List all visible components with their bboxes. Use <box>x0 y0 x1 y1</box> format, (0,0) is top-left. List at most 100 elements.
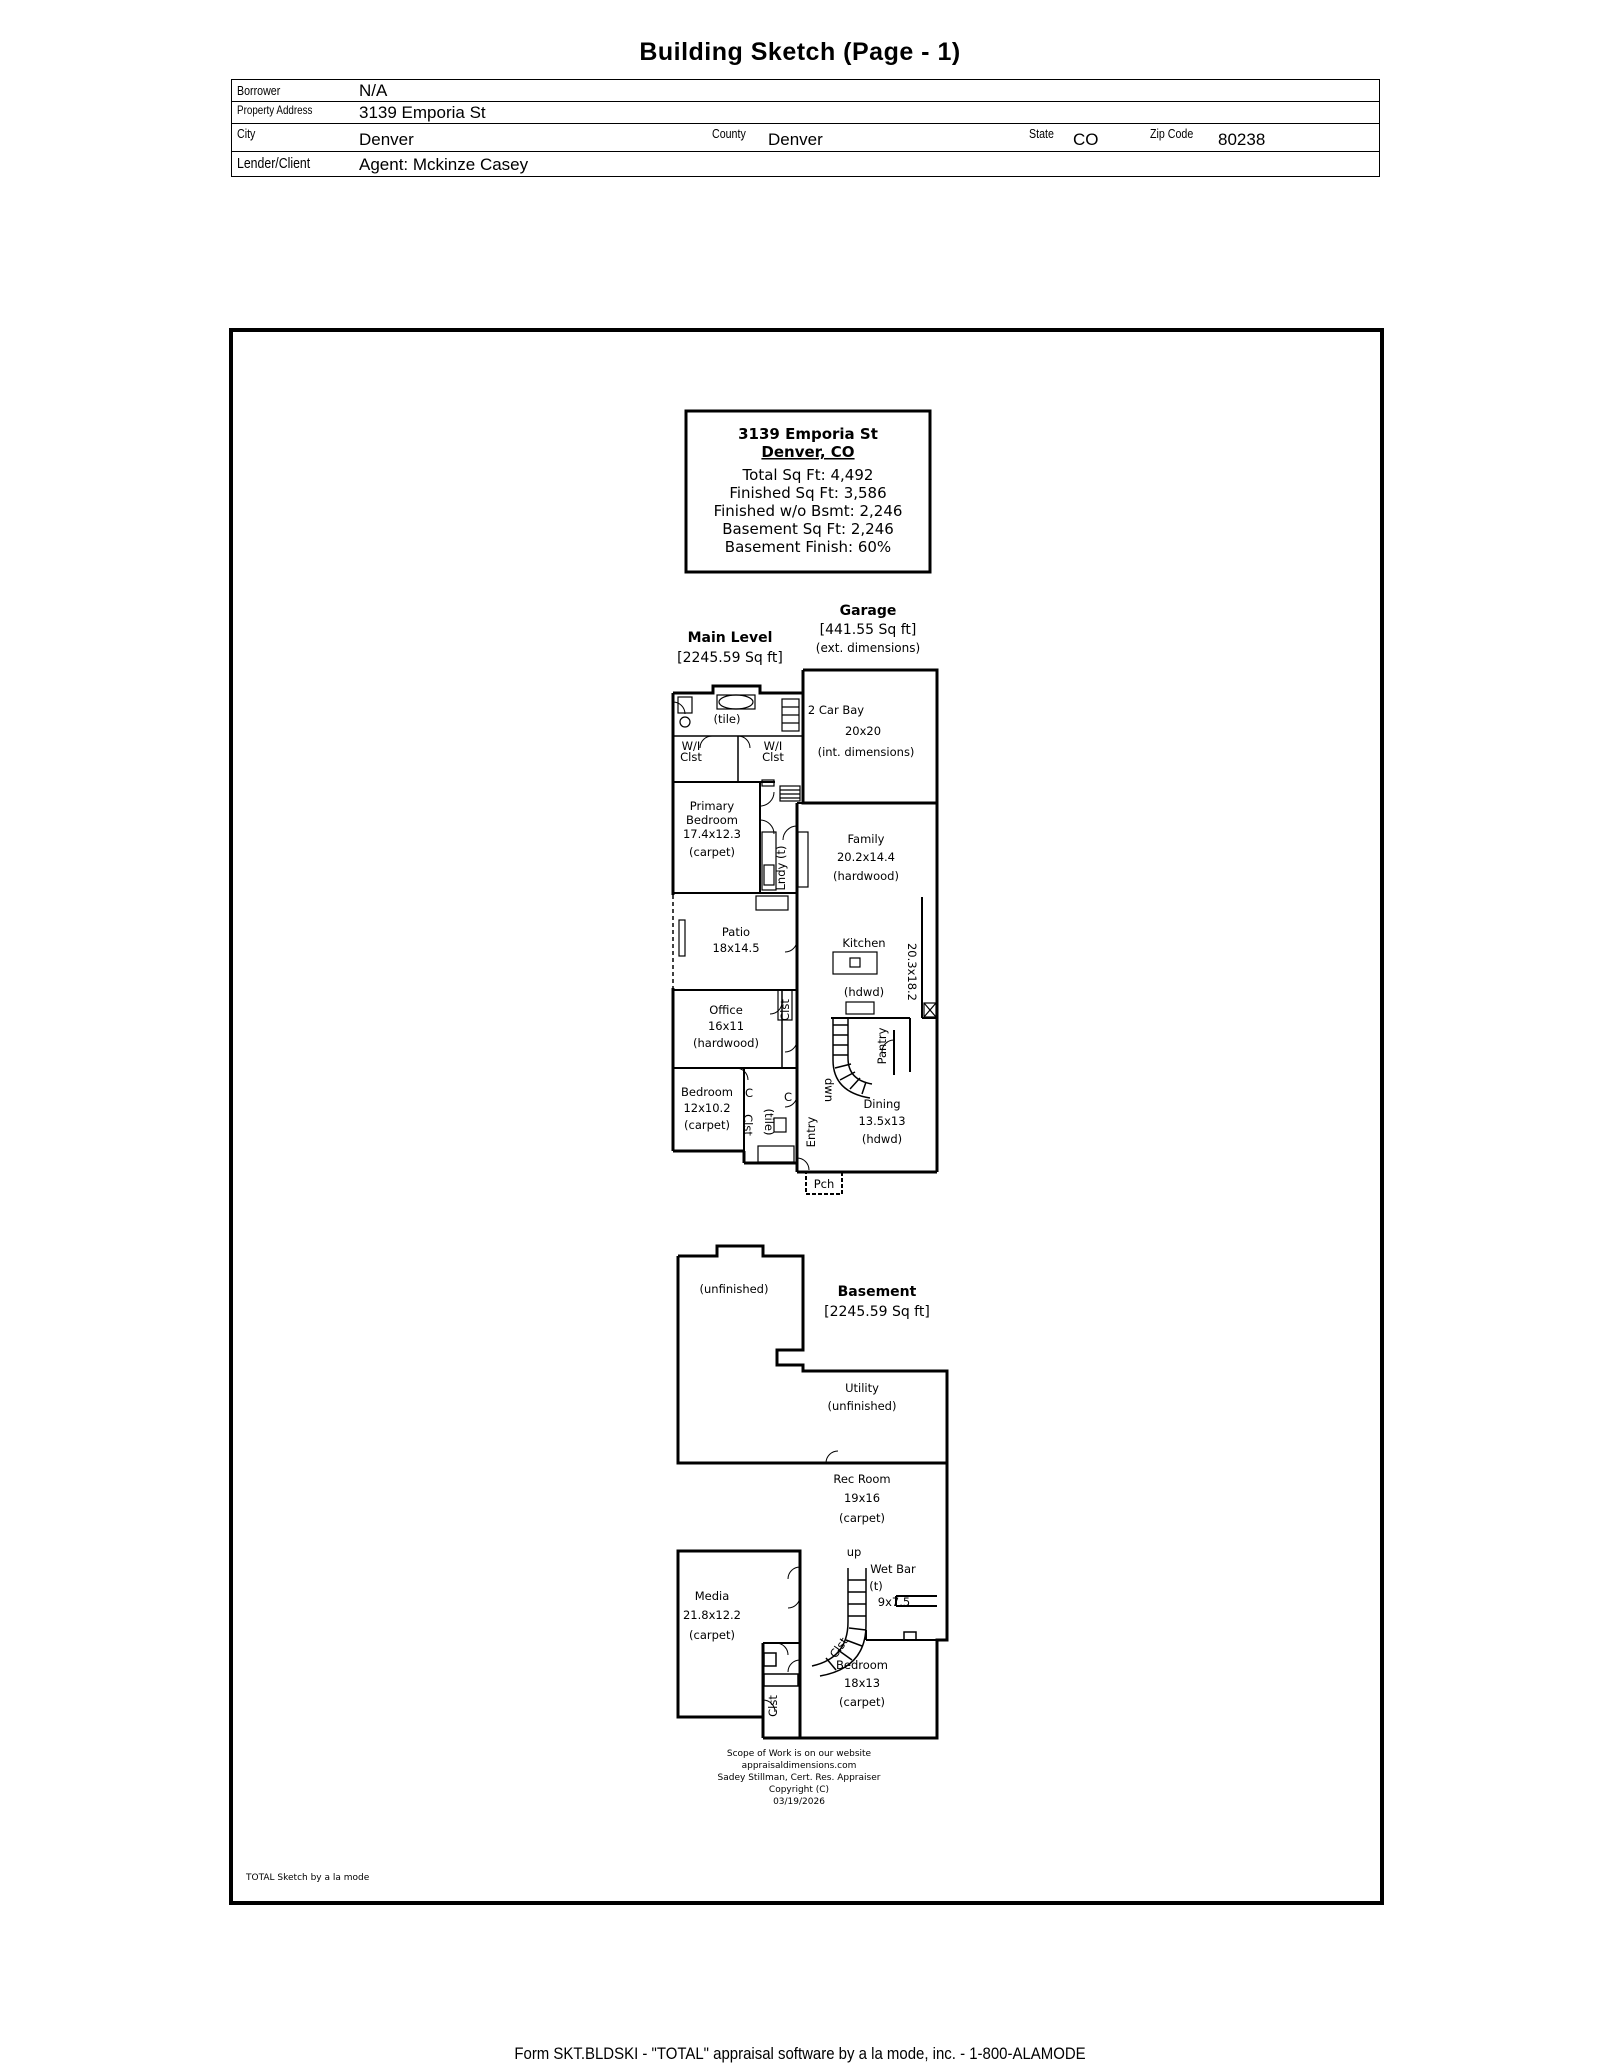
garage-bay-label: 2 Car Bay <box>808 703 864 717</box>
main-level-title: Main Level <box>688 630 773 646</box>
dining-floor: (hdwd) <box>862 1132 902 1146</box>
bedroom-floor: (carpet) <box>684 1118 730 1132</box>
laundry-label: Lndy (t) <box>774 846 788 891</box>
garage-ext: (ext. dimensions) <box>816 641 920 655</box>
summary-basement: Basement Sq Ft: 2,246 <box>722 520 894 538</box>
basement-doors <box>762 1450 839 1713</box>
garage-int: (int. dimensions) <box>818 745 915 759</box>
summary-total: Total Sq Ft: 4,492 <box>742 466 874 484</box>
stairs-up-label: up <box>847 1545 862 1559</box>
family-label: Family <box>847 832 884 846</box>
credit-line-1: Scope of Work is on our website <box>727 1749 872 1759</box>
porch-outline <box>805 1171 843 1195</box>
address-value: 3139 Emporia St <box>359 103 486 122</box>
credit-line-5: 03/19/2026 <box>773 1797 825 1807</box>
garage-title: Garage <box>840 603 897 619</box>
family-dims: 20.2x14.4 <box>837 850 895 864</box>
kitchen-label: Kitchen <box>842 936 885 950</box>
entry-label: Entry <box>804 1117 818 1148</box>
state-value: CO <box>1073 130 1099 149</box>
utility-unfinished: (unfinished) <box>828 1399 897 1413</box>
rec-room-floor: (carpet) <box>839 1511 885 1525</box>
dining-dims: 13.5x13 <box>858 1114 905 1128</box>
borrower-row: Borrower N/A <box>232 80 1379 102</box>
main-doors <box>672 701 895 1171</box>
wi-closet-left-clst: Clst <box>680 750 702 764</box>
closet-c-left: C <box>745 1086 753 1100</box>
summary-basement-finish: Basement Finish: 60% <box>725 538 891 556</box>
borrower-label: Borrower <box>237 83 281 98</box>
patio-dims: 18x14.5 <box>712 941 759 955</box>
patio-label: Patio <box>722 925 750 939</box>
lender-row: Lender/Client Agent: Mckinze Casey <box>232 152 1379 176</box>
office-clst-label: Clst <box>778 999 792 1021</box>
address-row: Property Address 3139 Emporia St <box>232 102 1379 124</box>
zip-value: 80238 <box>1218 130 1266 149</box>
city-value: Denver <box>359 130 414 149</box>
closet-c-right: C <box>784 1090 792 1104</box>
wi-closet-left-label: W/I <box>682 739 701 753</box>
county-label: County <box>712 126 746 141</box>
page-footer: Form SKT.BLDSKI - "TOTAL" appraisal soft… <box>514 2044 1086 2063</box>
basement-walls <box>676 1244 949 1740</box>
basement-stairs <box>763 1568 917 1687</box>
family-floor: (hardwood) <box>833 869 899 883</box>
dining-label: Dining <box>863 1097 900 1111</box>
primary-bedroom-label-2: Bedroom <box>686 813 738 827</box>
primary-bedroom-dims: 17.4x12.3 <box>683 827 741 841</box>
wet-bar-dims: 9x7.5 <box>878 1595 910 1609</box>
wet-bar-tile: (t) <box>869 1579 882 1593</box>
county-value: Denver <box>768 130 823 149</box>
credit-line-2: appraisaldimensions.com <box>742 1761 857 1771</box>
wi-closet-right-label: W/I <box>764 739 783 753</box>
office-label: Office <box>709 1003 743 1017</box>
bath-tile-2-label: (tile) <box>762 1109 776 1136</box>
porch-label: Pch <box>814 1177 835 1191</box>
address-label: Property Address <box>237 103 313 117</box>
primary-bedroom-label: Primary <box>690 799 735 813</box>
stairs-down-label: dwn <box>822 1078 836 1102</box>
rec-room-label: Rec Room <box>833 1472 890 1486</box>
pantry-label: Pantry <box>875 1027 889 1064</box>
borrower-value: N/A <box>359 81 388 100</box>
zip-label: Zip Code <box>1150 126 1194 141</box>
wet-bar-label: Wet Bar <box>870 1562 916 1576</box>
basement-bedroom-floor: (carpet) <box>839 1695 885 1709</box>
sketch-by-label: TOTAL Sketch by a la mode <box>245 1873 370 1883</box>
unfinished-label: (unfinished) <box>700 1282 769 1296</box>
summary-address: 3139 Emporia St <box>738 425 878 443</box>
lender-value: Agent: Mckinze Casey <box>359 155 529 174</box>
basement-title: Basement <box>838 1284 917 1300</box>
city-row: City Denver County Denver State CO Zip C… <box>232 124 1379 152</box>
kitchen-dims: 20.3x18.2 <box>905 943 919 1001</box>
basement-bedroom-dims: 18x13 <box>844 1676 880 1690</box>
main-level-area: [2245.59 Sq ft] <box>677 650 783 666</box>
garage-bay-dims: 20x20 <box>845 724 881 738</box>
bedroom-dims: 12x10.2 <box>683 1101 730 1115</box>
main-labels: (tile) W/I Clst W/I Clst 2 Car Bay 20x20… <box>680 703 919 1191</box>
summary-city: Denver, CO <box>761 443 854 461</box>
summary-finished-wo-bsmt: Finished w/o Bsmt: 2,246 <box>714 502 903 520</box>
basement-bedroom-label: Bedroom <box>836 1658 888 1672</box>
credit-line-4: Copyright (C) <box>769 1785 829 1795</box>
media-floor: (carpet) <box>689 1628 735 1642</box>
summary-box: 3139 Emporia St Denver, CO Total Sq Ft: … <box>684 409 932 574</box>
office-floor: (hardwood) <box>693 1036 759 1050</box>
bedroom-label: Bedroom <box>681 1085 733 1099</box>
garage-area: [441.55 Sq ft] <box>820 622 917 638</box>
bath-tile-label: (tile) <box>714 712 741 726</box>
wi-closet-right-clst: Clst <box>762 750 784 764</box>
media-label: Media <box>695 1589 730 1603</box>
lender-label: Lender/Client <box>237 155 311 172</box>
page-title: Building Sketch (Page - 1) <box>639 38 961 66</box>
credit-line-3: Sadey Stillman, Cert. Res. Appraiser <box>718 1773 881 1783</box>
rec-room-dims: 19x16 <box>844 1491 880 1505</box>
kitchen-floor: (hdwd) <box>844 985 884 999</box>
summary-finished: Finished Sq Ft: 3,586 <box>729 484 886 502</box>
media-dims: 21.8x12.2 <box>683 1608 741 1622</box>
main-fixtures <box>677 694 937 1163</box>
city-label: City <box>237 126 256 141</box>
bath-clst-label: Clst <box>766 1695 780 1717</box>
state-label: State <box>1029 126 1054 141</box>
